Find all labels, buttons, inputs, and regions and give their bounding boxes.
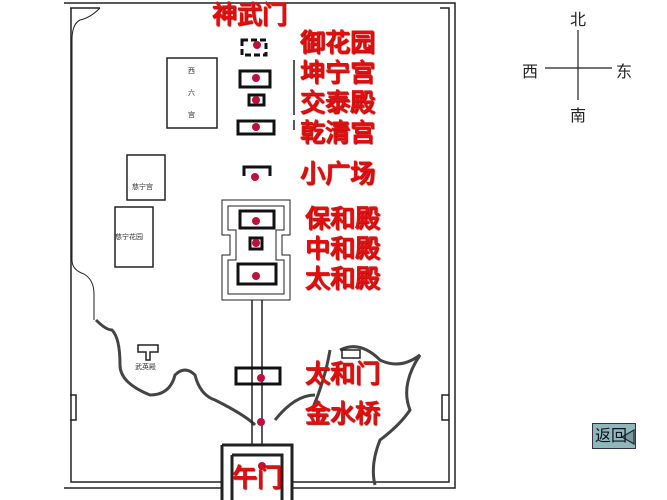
marker-taihedian xyxy=(252,272,260,280)
marker-zhonghedian xyxy=(252,239,260,247)
label-xiaoguangchang: 小广场 xyxy=(300,159,376,188)
label-shenwumen: 神武门 xyxy=(212,0,288,29)
qianqinggong-building xyxy=(236,119,276,136)
label-zhonghedian: 中和殿 xyxy=(305,234,381,263)
east-structure xyxy=(341,349,361,359)
jiaotaidian-building xyxy=(247,93,266,107)
marker-yuhuayuan xyxy=(253,41,261,49)
inner-wall xyxy=(70,7,450,483)
west-river-2 xyxy=(94,318,257,427)
xiliugong-label-3: 宫 xyxy=(188,111,195,119)
label-jiaotaidian: 交泰殿 xyxy=(300,88,376,117)
cining-garden-label: 慈宁花园 xyxy=(115,233,143,241)
xiliugong-label-1: 西 xyxy=(188,67,195,75)
wuyingdian-block xyxy=(137,344,159,361)
marker-qianqinggong xyxy=(252,123,260,131)
baohedian-building xyxy=(238,209,276,230)
label-taihemen: 太和门 xyxy=(305,359,381,388)
xiaoguangchang-bracket xyxy=(242,165,272,176)
west-gate xyxy=(70,394,77,421)
taihemen-building xyxy=(234,366,282,386)
label-kunninggong: 坤宁宫 xyxy=(300,58,376,87)
xiliugong-label-2: 六 xyxy=(188,89,195,97)
compass-south: 南 xyxy=(570,106,587,125)
marker-wumen xyxy=(258,462,266,470)
east-gate xyxy=(441,394,449,421)
label-jinshuiqiao: 金水桥 xyxy=(305,399,381,428)
marker-jinshuiqiao xyxy=(257,418,265,426)
terrace xyxy=(221,199,291,301)
label-wumen: 午门 xyxy=(232,463,283,492)
kunninggong-building xyxy=(238,69,272,89)
outer-wall xyxy=(64,2,456,489)
label-taihedian: 太和殿 xyxy=(305,264,381,293)
label-qianqinggong: 乾清宫 xyxy=(300,118,376,147)
label-baohedian: 保和殿 xyxy=(305,204,381,233)
back-triangle-icon xyxy=(621,429,635,445)
marker-kunninggong xyxy=(252,74,260,82)
cininggong-block xyxy=(126,154,166,201)
wuyingdian-label: 武英殿 xyxy=(135,363,156,371)
cininggong-label: 慈宁宫 xyxy=(132,183,153,191)
compass-west: 西 xyxy=(522,62,539,81)
back-button-label: 返回 xyxy=(595,426,628,445)
marker-taihemen xyxy=(257,374,265,382)
zhonghedian-building xyxy=(248,236,264,251)
compass-cross xyxy=(545,30,612,100)
xiliugong-block xyxy=(166,57,218,129)
label-yuhuayuan: 御花园 xyxy=(300,28,376,57)
marker-baohedian xyxy=(252,217,260,225)
marker-jiaotaidian xyxy=(252,96,260,104)
west-river xyxy=(71,7,101,320)
compass-north: 北 xyxy=(570,10,587,29)
cining-garden-block xyxy=(114,206,154,268)
back-button[interactable]: 返回 xyxy=(592,423,636,449)
east-river xyxy=(273,345,422,486)
compass-east: 东 xyxy=(616,62,633,81)
wumen-gate xyxy=(220,443,294,500)
marker-xiaoguangchang xyxy=(251,173,259,181)
taihedian-building xyxy=(236,262,278,286)
yuhuayuan-building xyxy=(240,38,268,57)
